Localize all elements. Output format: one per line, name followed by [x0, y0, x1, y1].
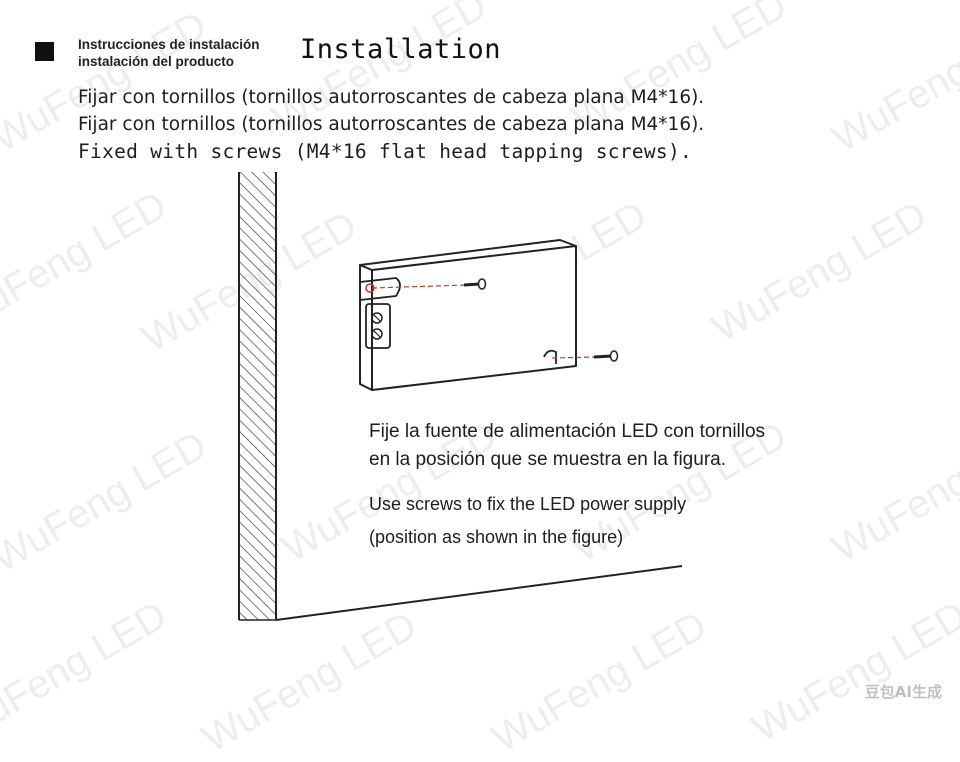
ai-generated-badge: 豆包AI生成: [864, 683, 942, 701]
instruction-line-es-1: Fijar con tornillos (tornillos autorrosc…: [78, 87, 705, 108]
screw-guides: [371, 284, 597, 359]
header-subtitle-line2: instalación del producto: [78, 54, 235, 69]
led-power-supply: [359, 239, 577, 391]
header-subtitle: Instrucciones de instalación instalación…: [78, 36, 260, 70]
caption-en-line2: (position as shown in the figure): [369, 527, 624, 547]
caption-es-line1: Fije la fuente de alimentación LED con t…: [369, 421, 766, 442]
wall-section: [238, 172, 277, 621]
instruction-line-es-2: Fijar con tornillos (tornillos autorrosc…: [78, 114, 705, 135]
wall-floor-edge: [275, 565, 683, 621]
instruction-line-en: Fixed with screws (M4*16 flat head tappi…: [78, 140, 693, 163]
installation-figure: [238, 172, 683, 621]
section-marker-square: [35, 42, 54, 61]
caption-es-line2: en la posición que se muestra en la figu…: [369, 449, 726, 470]
screw-icon: [593, 350, 619, 362]
instruction-text: Fijar con tornillos (tornillos autorrosc…: [78, 84, 704, 165]
header-subtitle-line1: Instrucciones de instalación: [78, 37, 260, 52]
caption-en-line1: Use screws to fix the LED power supply: [369, 494, 687, 514]
screw-icon: [463, 278, 487, 290]
figure-caption: Fije la fuente de alimentación LED con t…: [369, 418, 765, 554]
page-title: Installation: [300, 34, 502, 65]
